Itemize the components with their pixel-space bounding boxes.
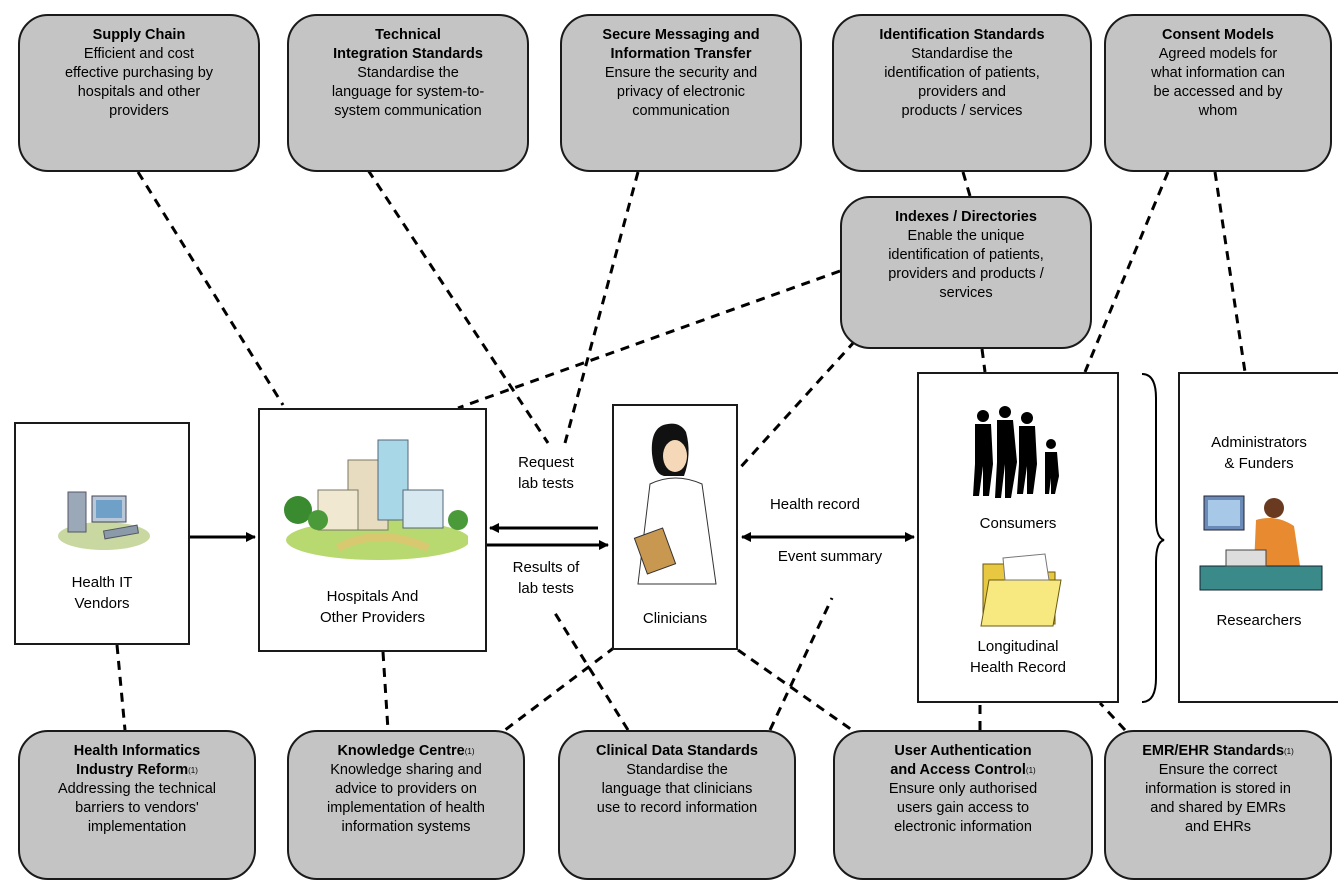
box-clinicians: Clinicians	[612, 404, 738, 650]
card-title: EMR/EHR Standards	[1142, 743, 1285, 759]
card-desc: Knowledge sharing and advice to provider…	[327, 762, 485, 835]
card-desc: Ensure the security and privacy of elect…	[604, 65, 758, 119]
box-consumers-record: Consumers Longitudinal Health Record	[917, 372, 1119, 703]
card-technical-integration: Technical Integration Standards Standard…	[287, 14, 529, 172]
card-desc: Ensure only authorised users gain access…	[888, 781, 1038, 835]
clinicians-label: Clinicians	[642, 610, 708, 627]
card-title: Identification Standards	[879, 27, 1045, 43]
card-emr-ehr-standards: EMR/EHR Standards(1) Ensure the correct …	[1104, 730, 1332, 880]
people-silhouettes-icon	[973, 406, 1059, 498]
card-desc: Standardise the language for system-to- …	[331, 65, 485, 119]
card-supply-chain: Supply Chain Efficient and cost effectiv…	[18, 14, 260, 172]
link-identification-indexes	[961, 171, 972, 197]
card-secure-messaging: Secure Messaging and Information Transfe…	[560, 14, 802, 172]
card-desc: Enable the unique identification of pati…	[888, 228, 1044, 301]
card-desc: Addressing the technical barriers to ven…	[58, 781, 216, 835]
card-title: Health Informatics Industry Reform	[73, 743, 201, 778]
card-user-authentication: User Authentication and Access Control(1…	[833, 730, 1093, 880]
card-identification-standards: Identification Standards Standardise the…	[832, 14, 1092, 172]
link-indexes-clinicians	[736, 339, 857, 472]
link-vendors-reform	[115, 644, 127, 731]
results-lab-tests-label: Results of lab tests	[512, 559, 580, 597]
card-clinical-data-standards: Clinical Data Standards Standardise the …	[558, 730, 796, 880]
footnote-marker: (1)	[188, 766, 198, 775]
link-clinicians-auth	[737, 648, 853, 732]
card-consent-models: Consent Models Agreed models for what in…	[1104, 14, 1332, 172]
hospital-building-icon	[284, 439, 468, 560]
link-technical-clinicians	[366, 169, 550, 444]
card-title: Clinical Data Standards	[596, 743, 758, 759]
health-record-label: Health record	[769, 496, 861, 513]
vendors-label: Health IT Vendors	[71, 574, 133, 612]
card-indexes-directories: Indexes / Directories Enable the unique …	[840, 196, 1092, 349]
footnote-marker: (1)	[464, 747, 475, 756]
clinician-figure-icon	[633, 423, 717, 585]
box-admins-researchers: Administrators & Funders Researchers	[1178, 372, 1338, 703]
footnote-marker: (1)	[1284, 747, 1294, 756]
link-indexes-hospitals	[457, 269, 841, 410]
record-label: Longitudinal Health Record	[970, 638, 1066, 676]
researchers-label: Researchers	[1216, 612, 1302, 629]
card-title: Secure Messaging and Information Transfe…	[602, 27, 760, 62]
link-secure-clinicians	[563, 171, 640, 444]
link-clinicaldata-hospitals	[551, 609, 630, 731]
link-indexes-consumers	[980, 348, 987, 373]
card-title: Supply Chain	[92, 27, 186, 43]
request-lab-tests-label: Request lab tests	[518, 454, 574, 492]
card-desc: Agreed models for what information can b…	[1151, 46, 1285, 119]
researcher-at-desk-icon	[1199, 495, 1323, 591]
grouping-brace	[1141, 373, 1165, 703]
hospitals-label: Hospitals And Other Providers	[319, 588, 426, 626]
consumers-label: Consumers	[979, 515, 1057, 532]
box-hospitals: Hospitals And Other Providers	[258, 408, 487, 652]
link-consent-consumers	[1083, 171, 1170, 373]
link-emr-record	[1098, 701, 1127, 732]
card-desc: Standardise the identification of patien…	[884, 46, 1040, 119]
card-knowledge-centre: Knowledge Centre(1) Knowledge sharing an…	[287, 730, 525, 880]
folder-icon	[980, 553, 1062, 627]
link-supply-hospitals	[136, 171, 285, 406]
card-title: Technical Integration Standards	[333, 27, 483, 62]
card-desc: Standardise the language that clinicians…	[596, 762, 758, 816]
card-desc: Efficient and cost effective purchasing …	[64, 46, 214, 119]
card-title: User Authentication and Access Control	[890, 743, 1032, 778]
link-hospitals-knowledge	[381, 651, 390, 731]
event-summary-label: Event summary	[777, 548, 883, 565]
link-clinicians-knowledge	[504, 645, 616, 732]
card-health-informatics-reform: Health Informatics Industry Reform(1) Ad…	[18, 730, 256, 880]
card-title: Consent Models	[1162, 27, 1274, 43]
card-title: Indexes / Directories	[895, 209, 1037, 225]
card-desc: Ensure the correct information is stored…	[1145, 762, 1291, 835]
box-health-it-vendors: Health IT Vendors	[14, 422, 190, 645]
card-title: Knowledge Centre	[337, 743, 465, 759]
computer-icon	[58, 491, 150, 550]
link-clinicaldata-event	[768, 597, 834, 731]
link-consent-researchers	[1213, 171, 1247, 373]
admins-label: Administrators & Funders	[1211, 434, 1307, 472]
footnote-marker: (1)	[1025, 766, 1036, 775]
